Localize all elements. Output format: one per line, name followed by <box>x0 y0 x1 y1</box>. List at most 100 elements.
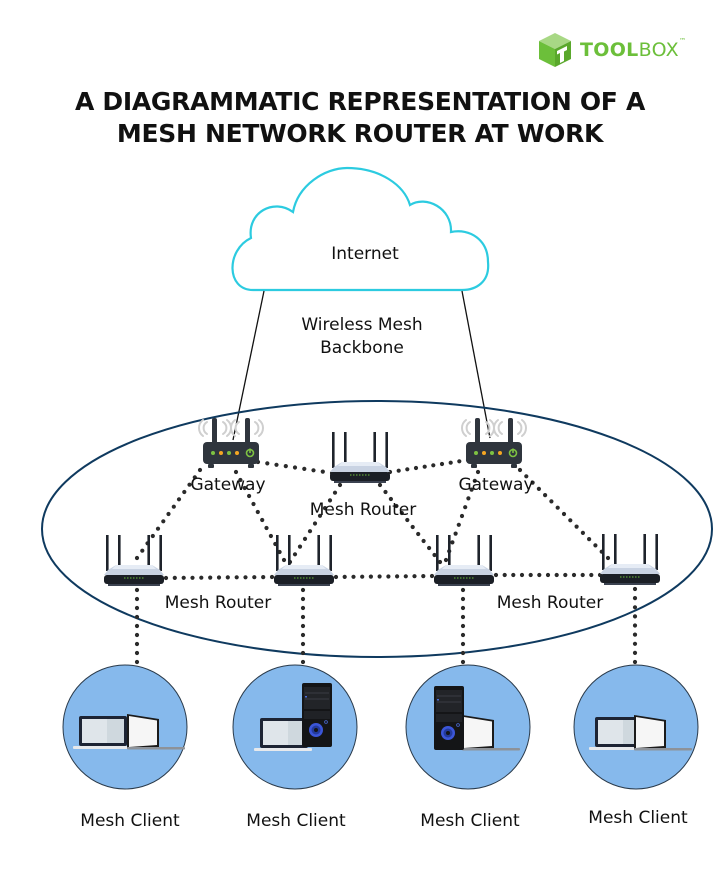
link-dot <box>632 586 638 592</box>
link-dot <box>216 575 222 580</box>
link-dot <box>312 521 318 526</box>
link-dot <box>412 574 417 579</box>
wireless-links <box>134 457 638 665</box>
logo-text-bold: TOOL <box>580 39 639 61</box>
link-dot <box>493 572 499 578</box>
link-dot <box>410 524 415 530</box>
link-dot <box>181 575 186 580</box>
link-dot <box>300 650 306 656</box>
cloud-label: Internet <box>331 244 399 264</box>
link-dot <box>199 575 204 580</box>
link-dot <box>403 574 408 579</box>
link-dot <box>416 531 421 537</box>
wireless-link-r2-c2 <box>300 587 306 665</box>
gateway-router-icon <box>198 417 264 469</box>
link-dot <box>528 572 533 578</box>
link-dot <box>568 518 573 523</box>
link-dot <box>300 587 306 593</box>
link-dot <box>543 493 548 498</box>
link-dot <box>427 545 432 551</box>
mesh-router-top-label: Mesh Router <box>310 500 417 520</box>
gateway-label-1: Gateway <box>190 475 265 495</box>
gateway-router-icon <box>461 417 527 469</box>
link-dot <box>134 605 140 611</box>
link-dot <box>302 536 308 542</box>
link-dot <box>192 475 197 480</box>
link-dot <box>171 504 176 509</box>
mesh-router-top <box>329 431 391 484</box>
link-dot <box>593 543 598 548</box>
link-dot <box>264 525 269 531</box>
link-dot <box>265 461 270 466</box>
link-dot <box>238 477 243 483</box>
link-dot <box>632 650 638 656</box>
link-dot <box>469 487 474 492</box>
link-dot <box>545 572 551 578</box>
trademark-symbol: ™ <box>678 37 687 45</box>
link-dot <box>459 513 465 519</box>
link-dot <box>580 530 586 536</box>
link-dot <box>300 623 306 629</box>
link-dot <box>225 575 230 580</box>
link-dot <box>555 505 560 510</box>
link-dot <box>140 548 145 553</box>
mesh-client-label-1: Mesh Client <box>80 811 180 831</box>
desktop-tower-icon <box>301 682 333 748</box>
link-dot <box>395 574 400 579</box>
gateway-node-2 <box>461 417 527 469</box>
link-dot <box>300 632 306 638</box>
link-dot <box>460 650 466 656</box>
mesh-router-1 <box>103 534 165 587</box>
link-dot <box>134 614 140 620</box>
link-dot <box>517 467 523 473</box>
link-dot <box>292 465 298 470</box>
link-dot <box>554 572 559 578</box>
link-dot <box>460 596 466 602</box>
link-dot <box>437 559 443 565</box>
link-dot <box>377 482 383 488</box>
link-dot <box>580 572 585 578</box>
wireless-link-gw1-r2 <box>233 469 287 563</box>
link-dot <box>589 572 594 578</box>
link-dot <box>300 614 306 620</box>
link-dot <box>161 519 166 524</box>
wireless-link-r-top-r3 <box>377 482 443 565</box>
link-dot <box>134 555 140 561</box>
link-dot <box>460 623 466 629</box>
link-dot <box>632 596 638 601</box>
link-dot <box>422 464 427 469</box>
link-dot <box>460 632 466 638</box>
link-dot <box>320 469 325 474</box>
link-dot <box>439 461 445 467</box>
link-dot <box>456 522 461 527</box>
link-dot <box>332 490 338 495</box>
mesh-client-label-3: Mesh Client <box>420 811 520 831</box>
mesh-router-3 <box>433 534 495 587</box>
link-dot <box>242 485 247 491</box>
mesh-router-left-label: Mesh Router <box>165 593 272 613</box>
link-dot <box>571 572 577 578</box>
wireless-link-r-top-gw2 <box>387 457 471 475</box>
link-dot <box>443 557 449 563</box>
link-dot <box>450 540 455 545</box>
link-dot <box>322 506 328 511</box>
link-dot <box>247 493 252 499</box>
link-dot <box>197 467 203 473</box>
link-dot <box>432 552 437 558</box>
link-dot <box>333 574 339 580</box>
logo-text-light: BOX <box>638 39 679 61</box>
link-dot <box>587 537 592 542</box>
backbone-label-line1: Wireless Mesh <box>301 315 422 335</box>
link-dot <box>342 574 347 580</box>
link-dot <box>632 605 638 610</box>
link-dot <box>368 574 373 579</box>
mesh-client-4 <box>573 664 699 790</box>
link-dot <box>632 641 638 646</box>
link-dot <box>466 496 471 501</box>
link-cloud-gw1 <box>232 290 265 441</box>
link-dot <box>208 575 213 580</box>
wireless-link-gw2-r4 <box>517 467 611 561</box>
wireless-link-r3-r4 <box>493 572 603 578</box>
link-dot <box>172 575 177 581</box>
